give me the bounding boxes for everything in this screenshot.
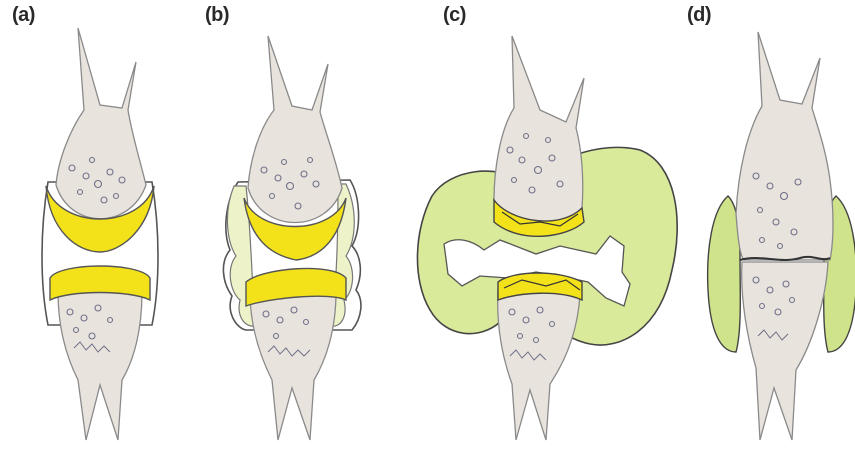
- lower-bone: [250, 283, 336, 440]
- upper-bone: [56, 28, 146, 219]
- joint-normal: [42, 28, 158, 440]
- joint-fused: [708, 32, 855, 440]
- panel-label-a: (a): [12, 4, 35, 27]
- panel-label-b: (b): [205, 4, 229, 27]
- panel-label-d: (d): [687, 4, 711, 27]
- upper-bone: [248, 36, 342, 223]
- upper-bone: [736, 32, 833, 260]
- lower-bone: [742, 262, 828, 440]
- upper-bone: [494, 36, 584, 224]
- joint-osteoarthritis: [223, 36, 361, 440]
- panel-label-c: (c): [443, 4, 466, 27]
- synovium-left: [708, 196, 741, 352]
- joint-rheumatoid: [417, 36, 677, 440]
- lower-bone: [498, 283, 580, 440]
